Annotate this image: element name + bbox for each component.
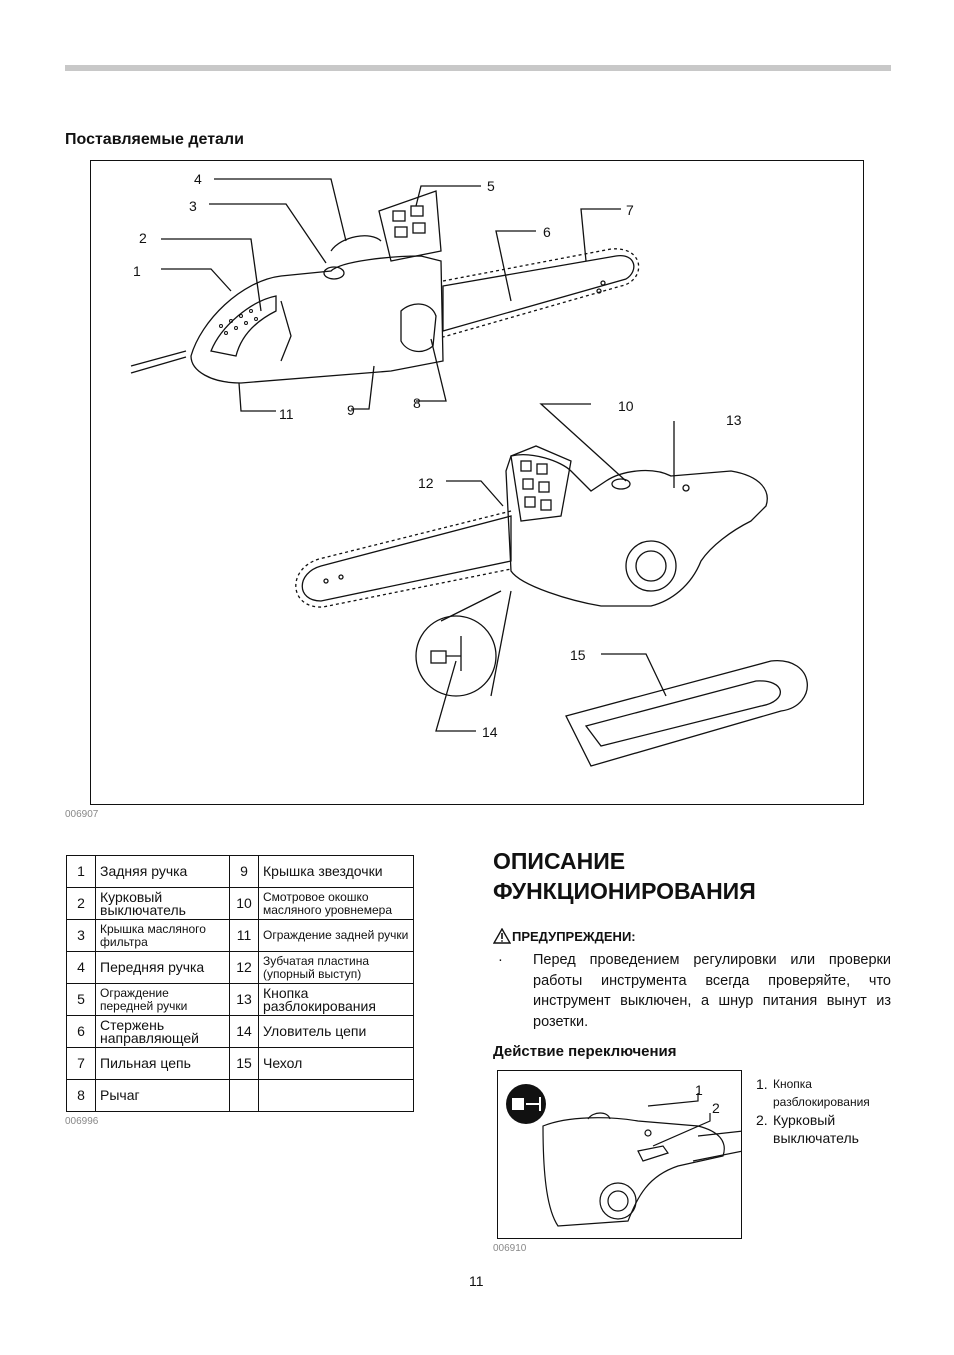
part-number: 6: [66, 1015, 96, 1048]
part-number: 7: [66, 1047, 96, 1080]
part-name: Передняя ручка: [95, 951, 230, 984]
section-title-switch-action: Действие переключения: [493, 1043, 677, 1060]
part-number: [229, 1079, 259, 1112]
table-row: 6 Стержень направляющей 14 Уловитель цеп…: [66, 1015, 414, 1048]
callout-3: 3: [189, 198, 197, 214]
part-name: Курковый выключатель: [95, 887, 230, 920]
part-number: 3: [66, 919, 96, 952]
title-line-1: ОПИСАНИЕ: [493, 848, 626, 874]
saw-chain: [442, 248, 640, 338]
part-name: Уловитель цепи: [258, 1015, 414, 1048]
lower-saw-body: [505, 454, 768, 607]
legend-number: 1.: [756, 1076, 768, 1092]
power-cord: [130, 350, 187, 367]
part-name: Ограждение задней ручки: [258, 919, 414, 952]
parts-table: 1 Задняя ручка 9 Крышка звездочки 2 Курк…: [66, 855, 414, 1112]
part-number: 5: [66, 983, 96, 1016]
part-name: [258, 1079, 414, 1112]
motor-housing: [190, 255, 444, 384]
legend-label: Курковый выключатель: [773, 1112, 859, 1146]
callout-5: 5: [487, 178, 495, 194]
bullet-mark: ·: [498, 952, 503, 968]
list-item: 1. Кнопка разблокирования: [756, 1075, 883, 1111]
part-number: 9: [229, 855, 259, 888]
warning-triangle-icon: [493, 928, 511, 944]
part-name: Зубчатая пластина (упорный выступ): [258, 951, 414, 984]
motor-vent: [625, 540, 677, 592]
section-title-functional-description: ОПИСАНИЕ ФУНКЦИОНИРОВАНИЯ: [493, 846, 756, 906]
table-row: 1 Задняя ручка 9 Крышка звездочки: [66, 855, 414, 888]
callout-13: 13: [726, 412, 742, 428]
lower-front-guard: [510, 445, 572, 522]
table-code: 006996: [65, 1116, 99, 1127]
callout-11: 11: [279, 406, 294, 422]
part-number: 2: [66, 887, 96, 920]
callout-2: 2: [139, 230, 147, 246]
parts-figure: 1 2 3 4 5 6 7 8 9 10 11 12 13 14 15: [90, 160, 864, 805]
lower-guide-bar: [301, 515, 512, 602]
callout-10: 10: [618, 398, 634, 414]
part-name: Чехол: [258, 1047, 414, 1080]
part-number: 8: [66, 1079, 96, 1112]
header-rule: [65, 65, 891, 71]
part-number: 1: [66, 855, 96, 888]
switch-callout-1: 1: [695, 1082, 703, 1098]
figure-code: 006907: [65, 809, 99, 820]
warning-heading: ПРЕДУПРЕЖДЕНИ:: [493, 928, 636, 944]
part-name: Крышка звездочки: [258, 855, 414, 888]
table-row: 7 Пильная цепь 15 Чехол: [66, 1047, 414, 1080]
warning-text: Перед проведением регулировки или провер…: [533, 952, 891, 1030]
callout-14: 14: [482, 724, 498, 740]
warning-paragraph: · Перед проведением регулировки или пров…: [498, 950, 891, 1032]
scabbard: [565, 660, 808, 767]
callout-4: 4: [194, 171, 202, 187]
switch-diagram: 1 2: [506, 1082, 741, 1227]
section-title-supplied-parts: Поставляемые детали: [65, 131, 244, 148]
sprocket-cover: [400, 303, 437, 353]
list-item: 2. Курковый выключатель: [756, 1111, 883, 1147]
chain-catcher-detail: [415, 615, 497, 697]
title-line-2: ФУНКЦИОНИРОВАНИЯ: [493, 878, 756, 904]
callout-1: 1: [133, 263, 141, 279]
part-name: Пильная цепь: [95, 1047, 230, 1080]
part-number: 14: [229, 1015, 259, 1048]
callout-9: 9: [347, 402, 355, 418]
switch-figure-code: 006910: [493, 1243, 527, 1254]
callout-15: 15: [570, 647, 586, 663]
switch-legend: 1. Кнопка разблокирования 2. Курковый вы…: [756, 1075, 883, 1147]
guide-bar: [442, 255, 635, 332]
front-guard: [378, 190, 442, 262]
callout-7: 7: [626, 202, 634, 218]
part-number: 4: [66, 951, 96, 984]
part-name: Стержень направляющей: [95, 1015, 230, 1048]
part-name: Смотровое окошко масляного уровнемера: [258, 887, 414, 920]
callout-6: 6: [543, 224, 551, 240]
legend-number: 2.: [756, 1112, 768, 1128]
table-row: 8 Рычаг: [66, 1079, 414, 1112]
legend-label: Кнопка разблокирования: [773, 1077, 870, 1109]
part-name: Ограждение передней ручки: [95, 983, 230, 1016]
callout-8: 8: [413, 395, 421, 411]
part-number: 15: [229, 1047, 259, 1080]
chainsaw-diagram: 1 2 3 4 5 6 7 8 9 10 11 12 13 14 15: [130, 171, 808, 767]
part-number: 11: [229, 919, 259, 952]
table-row: 2 Курковый выключатель 10 Смотровое окош…: [66, 887, 414, 920]
table-row: 5 Ограждение передней ручки 13 Кнопка ра…: [66, 983, 414, 1016]
part-number: 10: [229, 887, 259, 920]
part-number: 13: [229, 983, 259, 1016]
switch-figure: 1 2: [497, 1070, 742, 1239]
part-number: 12: [229, 951, 259, 984]
callout-12: 12: [418, 475, 434, 491]
table-row: 3 Крышка масляного фильтра 11 Ограждение…: [66, 919, 414, 952]
page-number: 11: [469, 1273, 484, 1289]
part-name: Задняя ручка: [95, 855, 230, 888]
part-name: Кнопка разблокирования: [258, 983, 414, 1016]
table-row: 4 Передняя ручка 12 Зубчатая пластина (у…: [66, 951, 414, 984]
part-name: Рычаг: [95, 1079, 230, 1112]
part-name: Крышка масляного фильтра: [95, 919, 230, 952]
warning-label: ПРЕДУПРЕЖДЕНИ:: [512, 928, 636, 944]
switch-saw-housing: [542, 1117, 725, 1227]
switch-callout-2: 2: [712, 1100, 720, 1116]
